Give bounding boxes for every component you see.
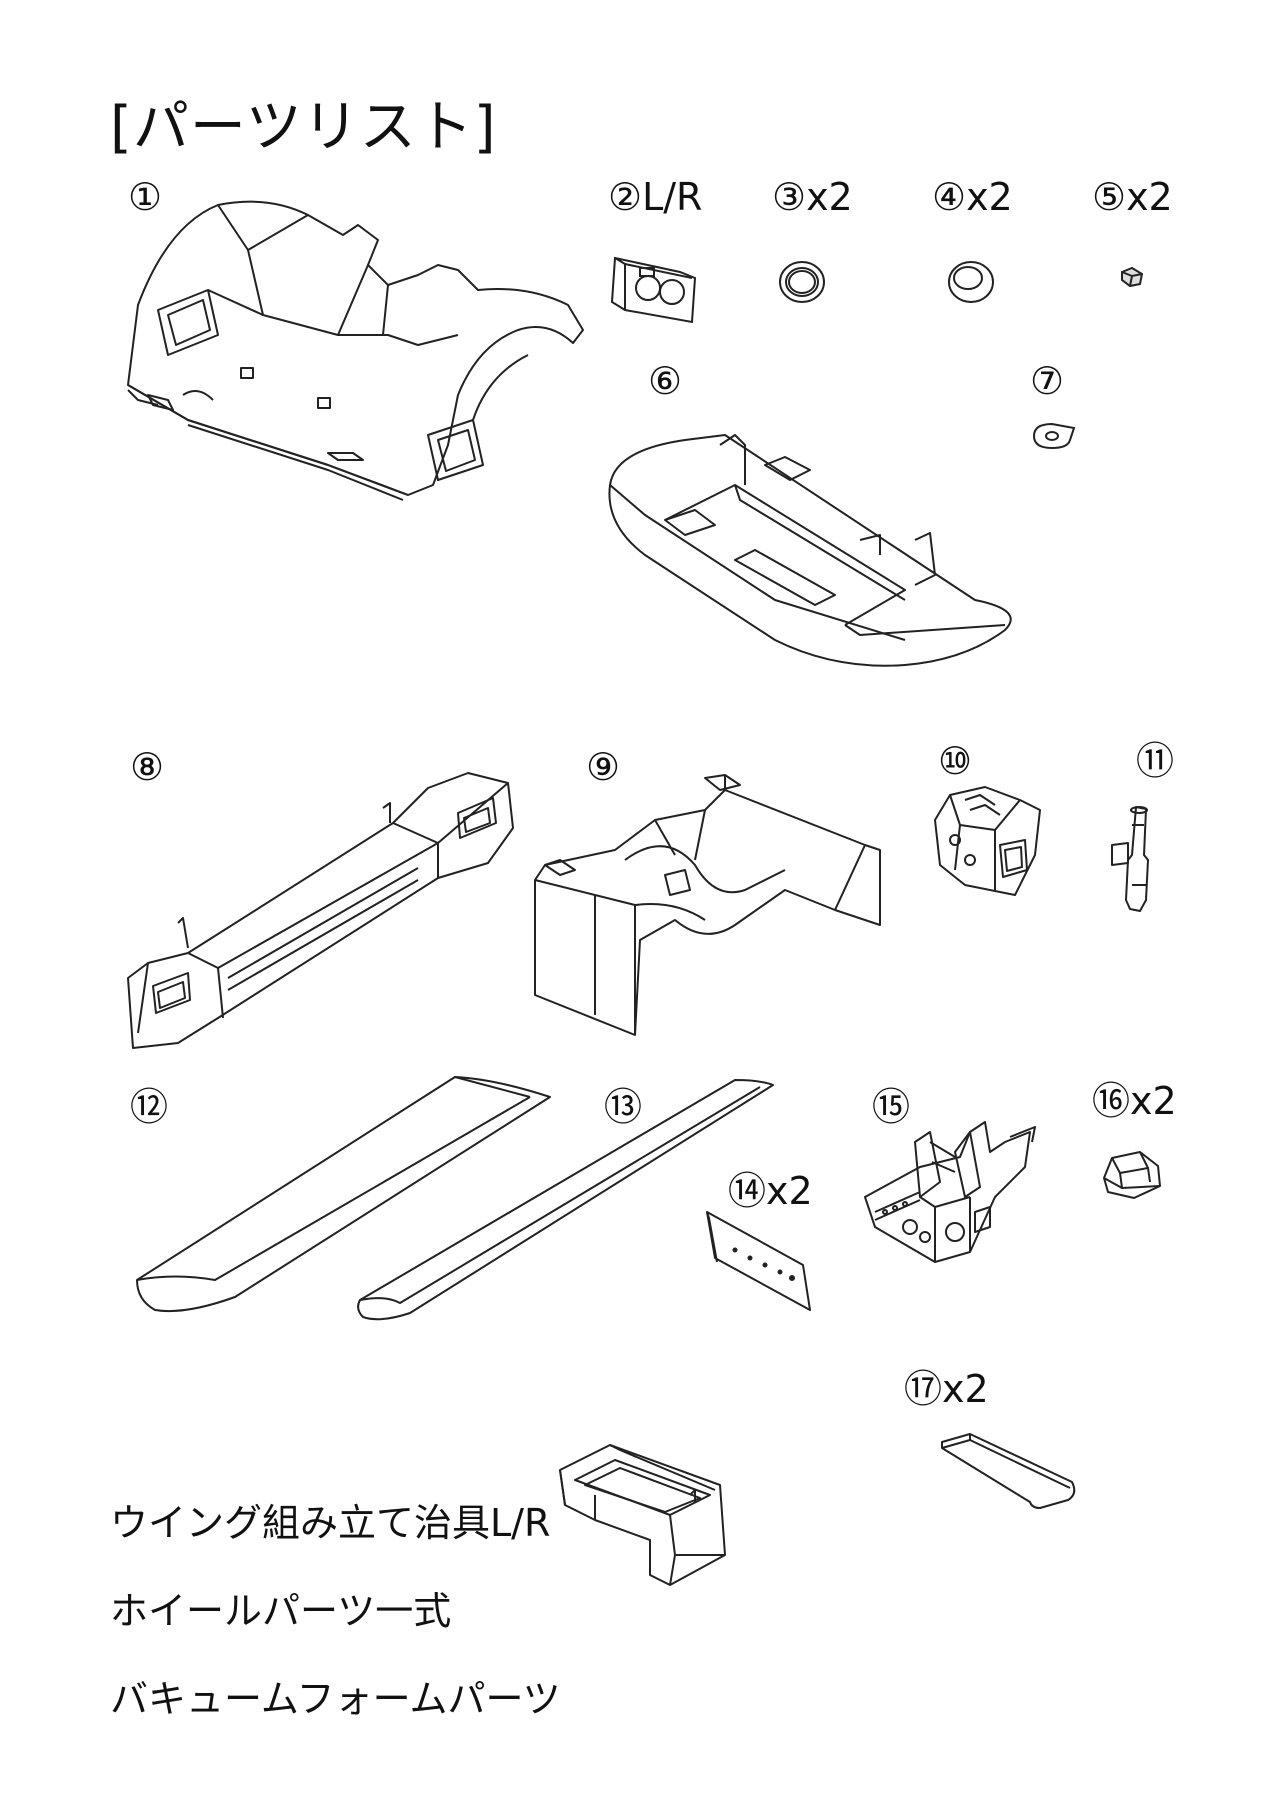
part-6-floor-drawing — [605, 425, 1015, 670]
part-7-washer-drawing — [1030, 418, 1078, 452]
part-label-14: ⑭x2 — [728, 1169, 813, 1213]
part-label-6: ⑥ — [648, 359, 683, 403]
note-wing-jig: ウイング組み立て治具L/R — [110, 1501, 551, 1545]
part-label-10: ⑩ — [938, 739, 973, 783]
part-9-drawing — [535, 770, 895, 1040]
part-label-17: ⑰x2 — [904, 1367, 989, 1411]
part-label-15: ⑮ — [872, 1085, 911, 1129]
part-label-16: ⑯x2 — [1092, 1079, 1177, 1123]
part-16-block-drawing — [1100, 1148, 1165, 1203]
part-label-12: ⑫ — [130, 1085, 169, 1129]
part-15-frame-drawing — [860, 1112, 1035, 1267]
part-3-ring-drawing — [776, 258, 828, 306]
part-8-drawing — [128, 768, 518, 1053]
part-10-drawing — [925, 785, 1050, 905]
part-label-2: ②L/R — [608, 175, 703, 219]
part-label-8: ⑧ — [130, 745, 165, 789]
part-label-11: ⑪ — [1136, 739, 1175, 783]
part-label-4: ④x2 — [932, 175, 1013, 219]
part-2-drawing — [610, 250, 700, 328]
part-5-drawing — [1120, 266, 1144, 288]
part-label-3: ③x2 — [772, 175, 853, 219]
part-14-plate-drawing — [705, 1210, 815, 1315]
part-label-1: ① — [128, 175, 163, 219]
part-label-13: ⑬ — [604, 1085, 643, 1129]
part-label-5: ⑤x2 — [1092, 175, 1173, 219]
note-wheel-parts: ホイールパーツ一式 — [110, 1589, 452, 1633]
part-label-7: ⑦ — [1030, 359, 1065, 403]
wing-jig-drawing — [555, 1440, 735, 1590]
note-vacuum-form-parts: バキュームフォームパーツ — [110, 1677, 561, 1721]
part-12-wing-drawing — [135, 1075, 555, 1315]
part-1-body-drawing — [128, 195, 588, 550]
page-title: [パーツリスト] — [110, 95, 497, 160]
part-13-wing-drawing — [355, 1075, 775, 1325]
part-4-cap-drawing — [946, 260, 996, 304]
part-label-9: ⑨ — [586, 745, 621, 789]
part-17-strip-drawing — [940, 1432, 1080, 1512]
part-11-drawing — [1108, 805, 1163, 915]
